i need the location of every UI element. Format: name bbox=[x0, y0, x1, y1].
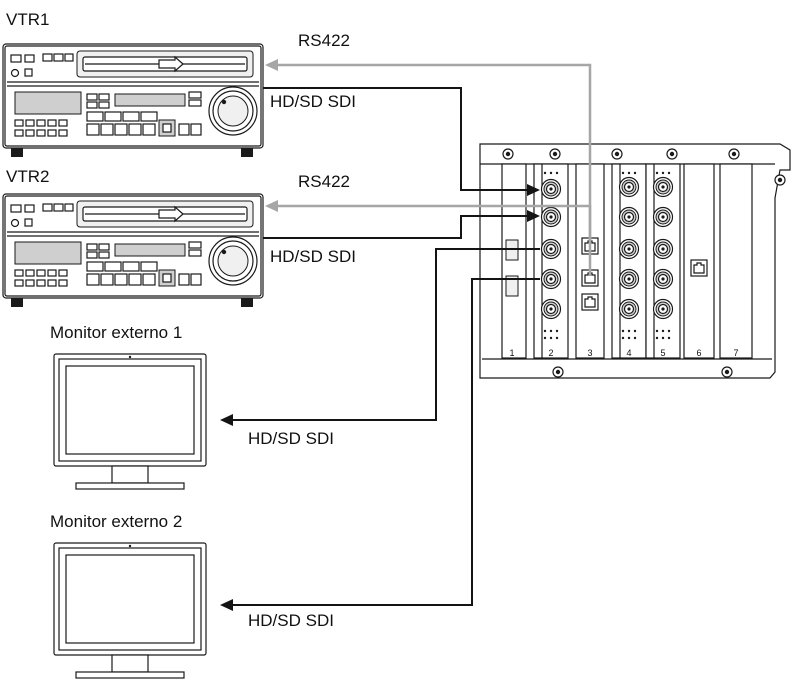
rs422-cable-vtr2 bbox=[276, 204, 592, 276]
slot-number: 1 bbox=[509, 348, 514, 358]
slot-number: 4 bbox=[626, 348, 631, 358]
rs422-label-vtr2: RS422 bbox=[298, 172, 350, 191]
sdi-cable-monitor1 bbox=[232, 248, 540, 421]
expansion-chassis-icon bbox=[479, 143, 791, 379]
sdi-label-vtr2: HD/SD SDI bbox=[270, 247, 356, 266]
slot-number: 3 bbox=[587, 348, 592, 358]
monitor1-icon bbox=[53, 353, 207, 490]
vtr1-deck-icon bbox=[2, 43, 264, 158]
slot-number: 6 bbox=[696, 348, 701, 358]
sdi-cable-vtr1 bbox=[263, 87, 528, 191]
sdi-label-monitor1: HD/SD SDI bbox=[248, 429, 334, 448]
vtr1-label: VTR1 bbox=[6, 10, 49, 29]
sdi-cable-monitor2 bbox=[232, 278, 540, 606]
slot-number: 2 bbox=[548, 348, 553, 358]
sdi-label-monitor2: HD/SD SDI bbox=[248, 611, 334, 630]
sdi-cable-vtr2 bbox=[263, 215, 528, 239]
arrow-icon bbox=[220, 414, 233, 426]
slot-number: 5 bbox=[660, 348, 665, 358]
monitor2-icon bbox=[53, 542, 207, 679]
rs422-label-vtr1: RS422 bbox=[298, 31, 350, 50]
monitor1-label: Monitor externo 1 bbox=[50, 323, 182, 342]
arrow-icon bbox=[527, 184, 540, 196]
sdi-label-vtr1: HD/SD SDI bbox=[270, 92, 356, 111]
arrow-icon bbox=[265, 200, 278, 212]
vtr2-deck-icon bbox=[2, 193, 264, 308]
arrow-icon bbox=[220, 599, 233, 611]
arrow-icon bbox=[265, 59, 278, 71]
arrow-icon bbox=[527, 210, 540, 222]
vtr2-label: VTR2 bbox=[6, 167, 49, 186]
monitor2-label: Monitor externo 2 bbox=[50, 512, 182, 531]
slot-number: 7 bbox=[733, 348, 738, 358]
rs422-cable-vtr1 bbox=[276, 63, 592, 244]
slot-numbers: 1 2 3 4 5 6 7 bbox=[509, 348, 738, 358]
